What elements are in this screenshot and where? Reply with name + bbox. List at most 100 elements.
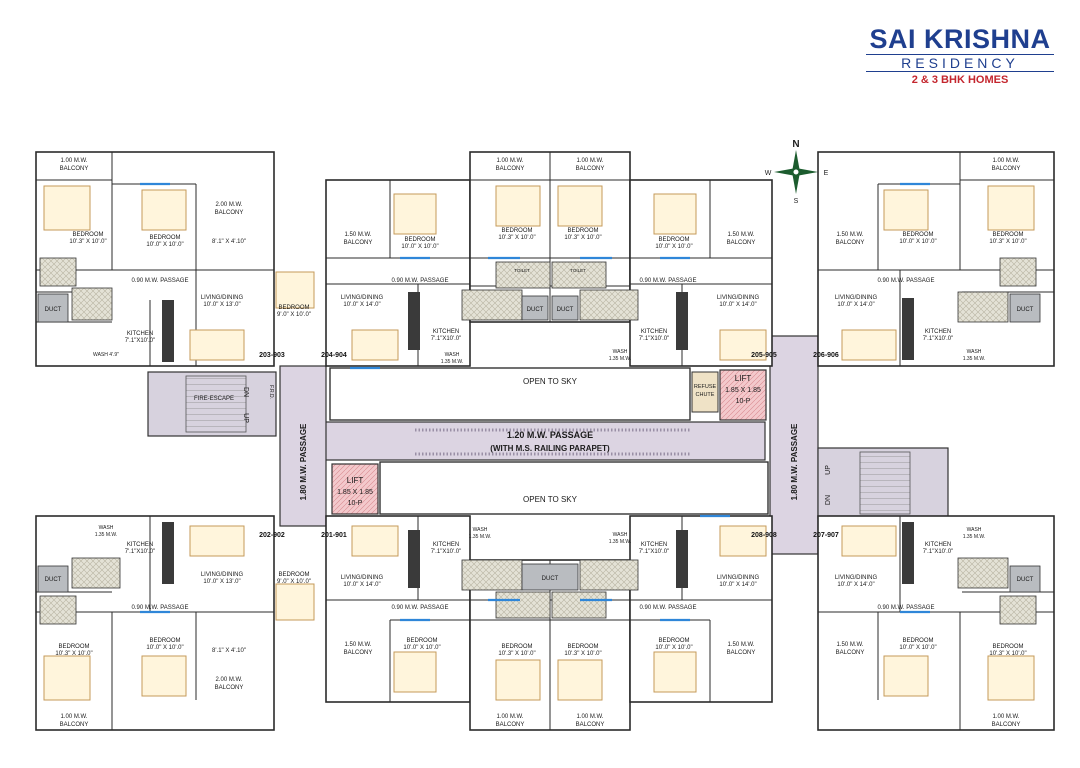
u201-passage: 0.90 M.W. PASSAGE: [392, 605, 449, 611]
u207-bed1: BEDROOM: [992, 644, 1023, 650]
u204-living: LIVING/DINING: [341, 295, 384, 301]
u202-bed3: BEDROOM: [278, 572, 309, 578]
ducts: [37, 293, 1041, 593]
tm-balcony-a-size: 1.00 M.W.: [496, 158, 523, 164]
unit-numbers: 203-903 204-904 205-905 206-906 202-902 …: [259, 352, 839, 539]
u206-living: LIVING/DINING: [835, 295, 878, 301]
u207-wash-size: 1.35 M.W.: [963, 534, 986, 540]
u205-balcony: BALCONY: [727, 240, 756, 246]
unit-201: 201-901: [321, 532, 347, 539]
sofa-206: [841, 329, 897, 361]
u205-living: LIVING/DINING: [717, 295, 760, 301]
bed-202-second: [141, 655, 187, 697]
u204-passage: 0.90 M.W. PASSAGE: [392, 278, 449, 284]
bed-top-mid-a: [495, 185, 541, 227]
toilet-bot-mid-a: [461, 559, 523, 591]
u203-balcony: BALCONY: [60, 166, 89, 172]
bm-balcony-b: BALCONY: [576, 722, 605, 728]
tm-duct-b: DUCT: [557, 307, 574, 313]
u203-balc2-dim: 8'.1" X 4'.10": [212, 239, 246, 245]
duct-203: [37, 293, 69, 323]
tm-toilet-a: TOILET: [514, 268, 530, 273]
u202-kitchen: KITCHEN: [127, 542, 153, 548]
toilet-203-b: [71, 287, 113, 321]
toilet-bot-mid-b: [579, 559, 639, 591]
compass-n: N: [792, 139, 799, 150]
unit-204: 204-904: [321, 352, 347, 359]
bm-bed-a: BEDROOM: [501, 644, 532, 650]
u208-balcony-size: 1.50 M.W.: [727, 642, 754, 648]
u203-balcony-size: 1.00 M.W.: [60, 158, 87, 164]
u202-wash: WASH: [99, 525, 114, 531]
u206-wash: WASH: [967, 349, 982, 355]
u205-wash: WASH: [613, 349, 628, 355]
u206-balcony: BALCONY: [992, 166, 1021, 172]
u206-kitchen-size: 7'.1"X10'.0": [923, 336, 954, 342]
fire-escape-dn: DN: [242, 387, 249, 397]
u206-living-size: 10'.0" X 14'.0": [837, 302, 874, 308]
counter-202: [162, 522, 174, 584]
frd-label: F.R.D.: [268, 385, 274, 399]
bm-balcony-a-size: 1.00 M.W.: [496, 714, 523, 720]
tm-balcony-b-size: 1.00 M.W.: [576, 158, 603, 164]
unit-203: 203-903: [259, 352, 285, 359]
counter-201: [408, 530, 420, 588]
u202-bed1-size: 10'.3" X 10'.0": [55, 651, 92, 657]
toilet-top-mid-d: [579, 289, 639, 321]
unit-208: 208-908: [751, 532, 777, 539]
u205-kitchen-size: 7'.1"X10'.0": [639, 336, 670, 342]
u207-kitchen-size: 7'.1"X10'.0": [923, 549, 954, 555]
u208-balcony: BALCONY: [727, 650, 756, 656]
compass-e: E: [824, 170, 829, 177]
u207-living-size: 10'.0" X 14'.0": [837, 582, 874, 588]
bed-208: [653, 651, 697, 693]
unit-205: 205-905: [751, 352, 777, 359]
duct-206: [1009, 293, 1041, 323]
u207-duct: DUCT: [1017, 577, 1034, 583]
open-to-sky-bottom-label: OPEN TO SKY: [523, 495, 578, 504]
duct-207: [1009, 565, 1041, 593]
u206-kitchen: KITCHEN: [925, 329, 951, 335]
u203-living: LIVING/DINING: [201, 295, 244, 301]
duct-202: [37, 565, 69, 593]
compass-center: [792, 168, 800, 176]
u205-bed: BEDROOM: [658, 237, 689, 243]
u206-bed1-size: 10'.3" X 10'.0": [989, 239, 1026, 245]
main-stair-up: UP: [825, 465, 832, 475]
u203-bed2-size: 10'.0" X 10'.0": [146, 242, 183, 248]
u208-living: LIVING/DINING: [717, 575, 760, 581]
u202-kitchen-size: 7'.1"X10'.0": [125, 549, 156, 555]
u207-bed2-size: 10'.0" X 10'.0": [899, 645, 936, 651]
u201-kitchen: KITCHEN: [433, 542, 459, 548]
toilet-202-b: [39, 595, 77, 625]
u208-kitchen-size: 7'.1"X10'.0": [639, 549, 670, 555]
furniture: [43, 185, 1035, 701]
u204-living-size: 10'.0" X 14'.0": [343, 302, 380, 308]
toilet-206-a: [999, 257, 1037, 287]
u205-passage: 0.90 M.W. PASSAGE: [640, 278, 697, 284]
u203-bed3-size: 9'.0" X 10'.0": [277, 312, 311, 318]
u206-balc2-size: 1.50 M.W.: [836, 232, 863, 238]
main-stair-treads: [859, 451, 911, 515]
u201-bed-size: 10'.0" X 10'.0": [403, 645, 440, 651]
bed-top-mid-b: [557, 185, 603, 227]
fire-escape-up: UP: [242, 413, 249, 423]
lift-top-size: 1.85 X 1.85: [725, 387, 761, 394]
bed-204: [393, 193, 437, 235]
u202-duct: DUCT: [45, 577, 62, 583]
tm-toilet-b: TOILET: [570, 268, 586, 273]
duct-top-mid-a: [521, 295, 549, 321]
bm-bed-b-size: 10'.3" X 10'.0": [564, 651, 601, 657]
u204-kitchen: KITCHEN: [433, 329, 459, 335]
right-passage: [769, 335, 819, 555]
bm-bed-a-size: 10'.3" X 10'.0": [498, 651, 535, 657]
lift-bottom: [331, 463, 379, 515]
u208-bed-size: 10'.0" X 10'.0": [655, 645, 692, 651]
bed-207-second: [883, 655, 929, 697]
lift-top: [719, 369, 767, 421]
u203-balc2: BALCONY: [215, 210, 244, 216]
u202-bed1: BEDROOM: [58, 644, 89, 650]
compass: N S E W: [765, 139, 829, 205]
duct-top-mid-b: [551, 295, 579, 321]
u202-living-size: 10'.0" X 13'.0": [203, 579, 240, 585]
